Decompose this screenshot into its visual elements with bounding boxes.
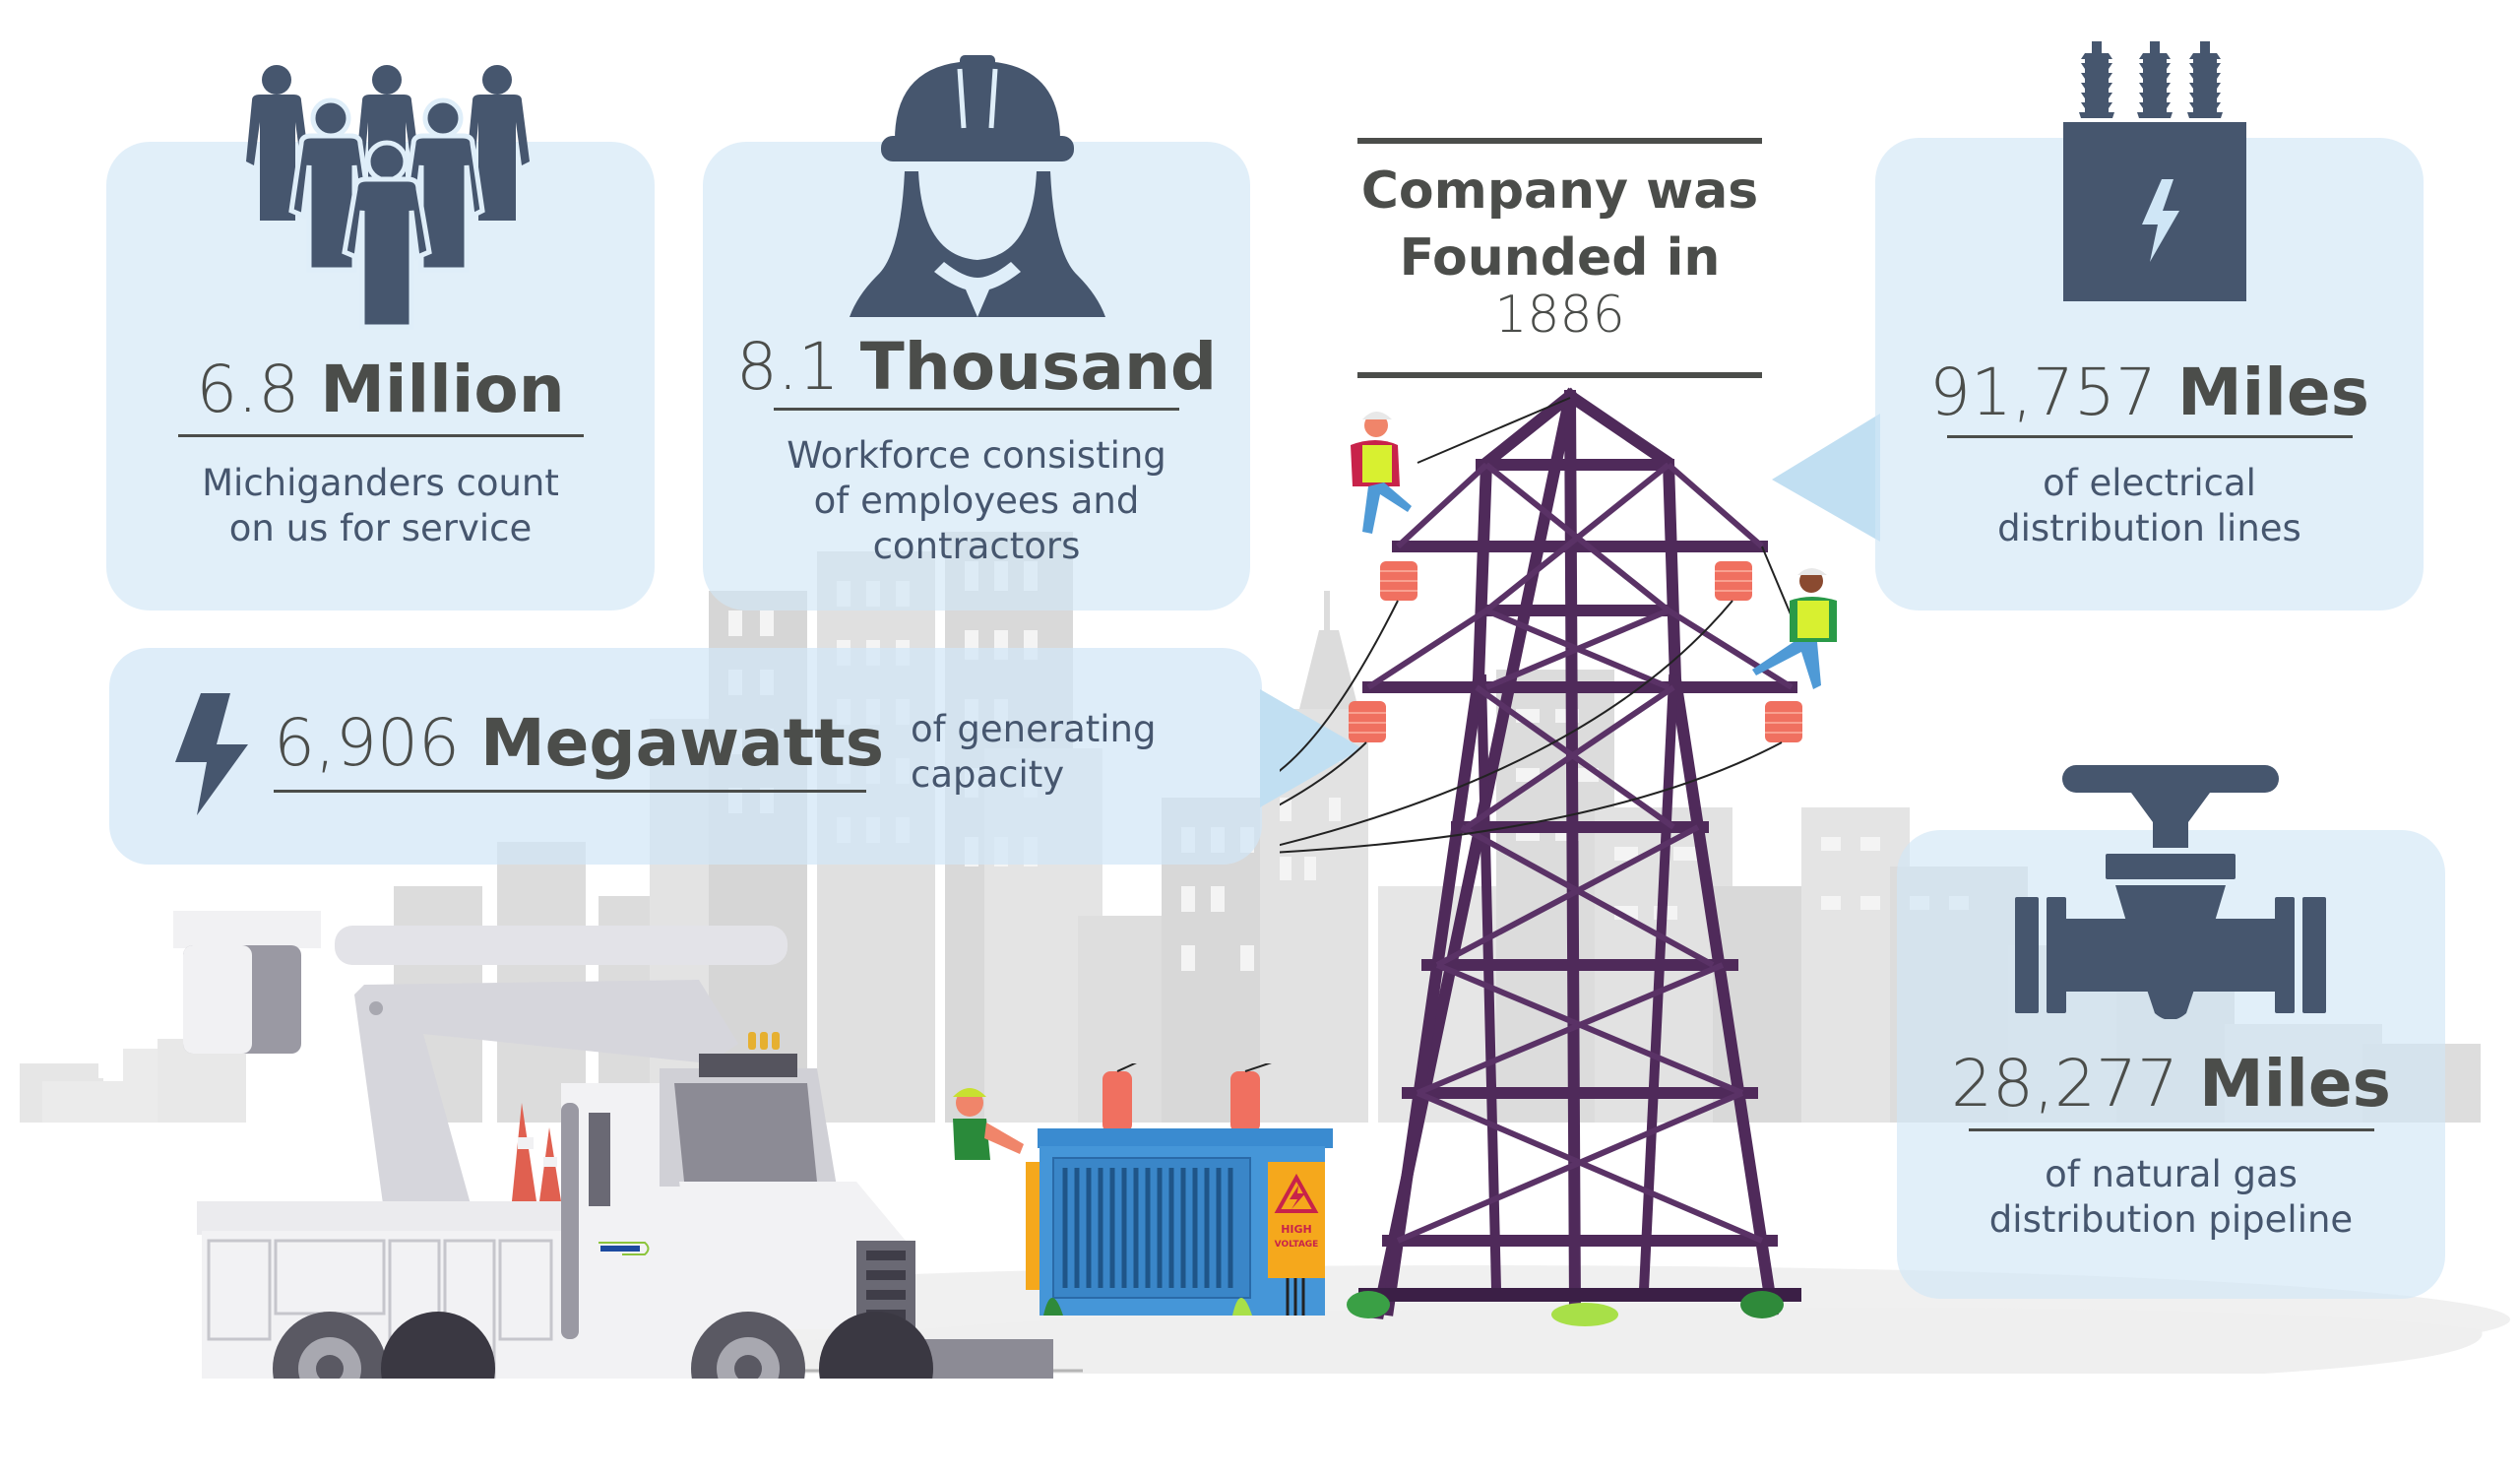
svg-text:HIGH: HIGH — [1281, 1223, 1312, 1236]
customers-description: Michiganders count on us for service — [202, 462, 559, 549]
bucket-truck-illustration — [173, 911, 1053, 1379]
generation-stat: 6,906 Megawatts — [274, 703, 884, 793]
female-worker-hardhat-icon — [850, 55, 1105, 317]
generation-number: 6,906 — [274, 705, 460, 781]
customers-stat: 6.8 Million — [106, 350, 655, 437]
ground-worker — [953, 1088, 1024, 1160]
founded-block: Company was Founded in 1886 — [1357, 138, 1762, 378]
founded-heading: Company was Founded in — [1360, 161, 1759, 288]
gas-pipeline-stat: 28,277 Miles — [1897, 1044, 2445, 1131]
generation-divider — [274, 790, 866, 793]
workforce-description: Workforce consisting of employees and co… — [787, 434, 1166, 567]
people-group-icon — [246, 65, 530, 330]
customers-number: 6.8 — [196, 352, 300, 427]
founded-top-rule — [1357, 138, 1762, 144]
customers-divider — [177, 434, 584, 437]
banner-pointer-right — [1260, 689, 1362, 807]
gas-pipeline-description: of natural gas distribution pipeline — [1988, 1153, 2354, 1241]
gas-pipeline-unit: Miles — [2198, 1046, 2391, 1122]
gas-pipeline-number: 28,277 — [1951, 1046, 2178, 1122]
workforce-number: 8.1 — [735, 329, 840, 405]
founded-bottom-rule — [1357, 372, 1762, 378]
electric-lines-divider — [1946, 435, 2353, 438]
generation-unit: Megawatts — [479, 705, 885, 781]
workforce-divider — [774, 408, 1179, 411]
electric-lines-number: 91,757 — [1929, 354, 2157, 430]
lightning-bolt-icon — [175, 693, 248, 815]
founded-year: 1886 — [1494, 286, 1625, 345]
svg-text:VOLTAGE: VOLTAGE — [1275, 1240, 1319, 1250]
transformer-bolt-icon — [2063, 41, 2246, 301]
climbing-worker-right — [1752, 568, 1837, 689]
workforce-unit: Thousand — [859, 329, 1218, 405]
electric-lines-stat: 91,757 Miles — [1875, 353, 2424, 438]
generation-description: of generating capacity — [911, 708, 1157, 796]
gas-pipeline-divider — [1968, 1128, 2374, 1131]
high-voltage-warning-sign: HIGH VOLTAGE — [1268, 1162, 1325, 1278]
workforce-stat: 8.1 Thousand — [703, 327, 1250, 411]
climbing-worker-left — [1351, 412, 1412, 534]
transmission-tower-illustration — [1280, 387, 1837, 1326]
pad-transformer-illustration: HIGH VOLTAGE — [1026, 1063, 1333, 1316]
pipe-valve-icon — [2015, 765, 2326, 1019]
customers-unit: Million — [320, 352, 565, 427]
stat-card-workforce — [703, 142, 1250, 610]
card-pointer-left — [1772, 414, 1880, 542]
stat-banner-generation — [109, 648, 1262, 865]
electric-lines-description: of electrical distribution lines — [1997, 462, 2301, 549]
electric-lines-unit: Miles — [2176, 354, 2369, 430]
